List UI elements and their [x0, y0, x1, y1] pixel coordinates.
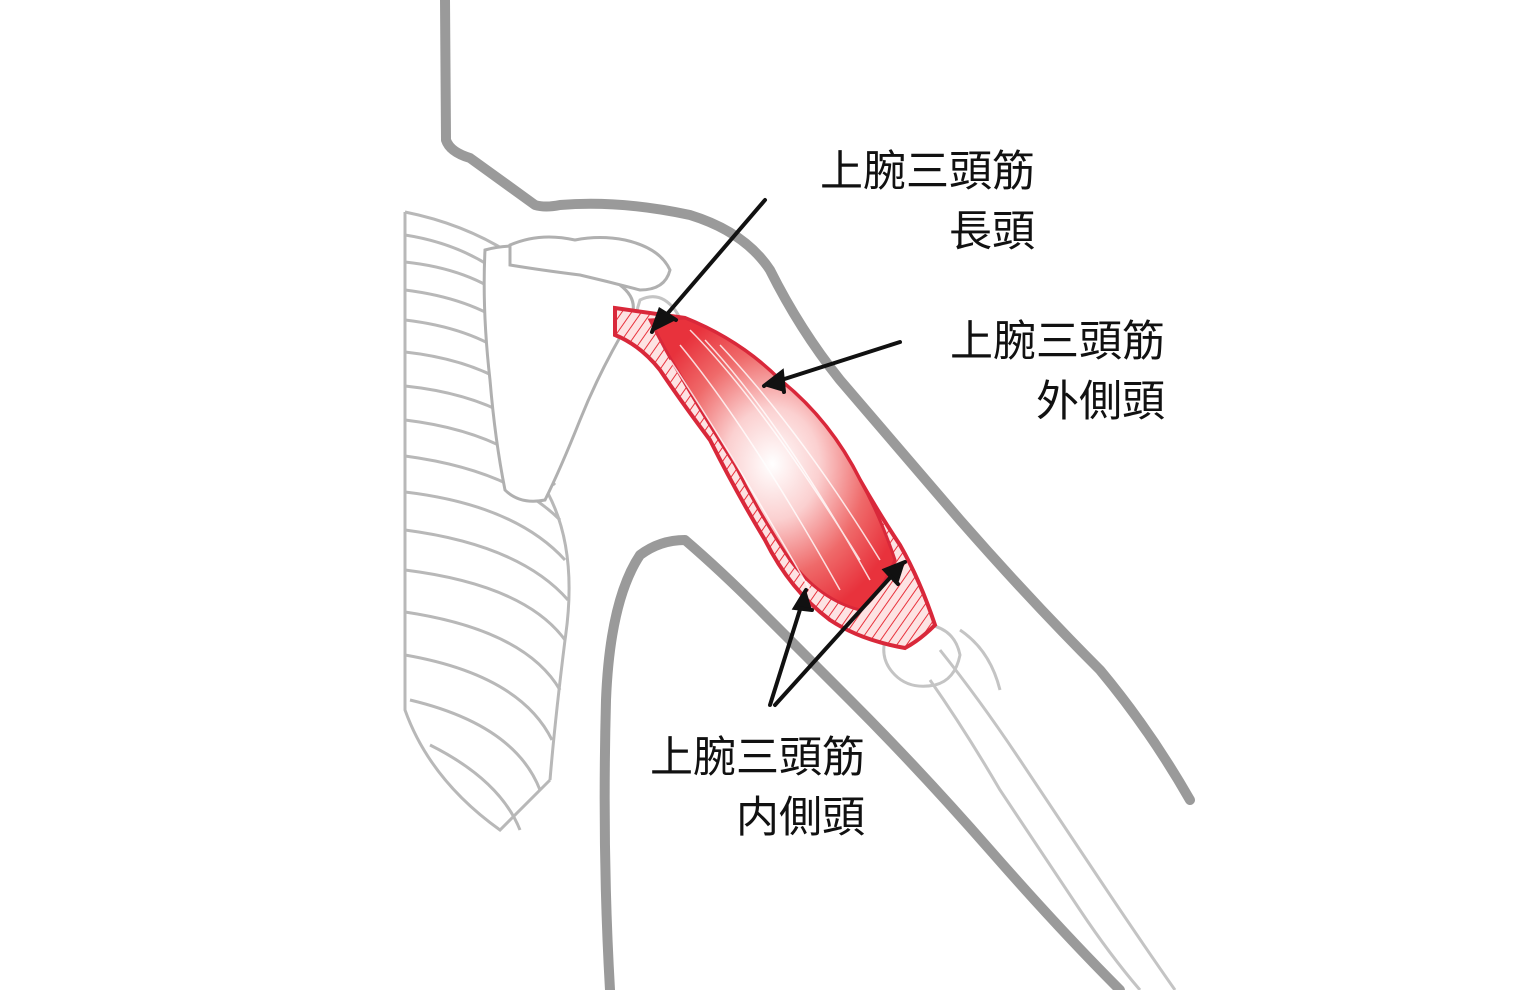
arrow-medial-head-1: [768, 598, 805, 707]
label-long-head: 上腕三頭筋 長頭: [780, 142, 1035, 262]
label-medial-head-line2: 内側頭: [736, 793, 865, 843]
label-long-head-line2: 長頭: [949, 207, 1035, 257]
label-medial-head: 上腕三頭筋 内側頭: [610, 728, 865, 848]
label-medial-head-line1: 上腕三頭筋: [650, 733, 865, 783]
label-long-head-line1: 上腕三頭筋: [820, 147, 1035, 197]
body-outline: [440, 0, 1195, 990]
arrow-long-head: [660, 198, 767, 322]
ribcage: [403, 210, 571, 832]
triceps-muscle: [613, 305, 938, 651]
arrow-lateral-head: [773, 340, 902, 384]
scapula: [482, 235, 672, 503]
label-lateral-head: 上腕三頭筋 外側頭: [910, 312, 1165, 432]
label-lateral-head-line1: 上腕三頭筋: [950, 317, 1165, 367]
label-lateral-head-line2: 外側頭: [1036, 377, 1165, 427]
pointer-arrows: [650, 198, 907, 707]
arrow-medial-head-2: [773, 568, 899, 707]
